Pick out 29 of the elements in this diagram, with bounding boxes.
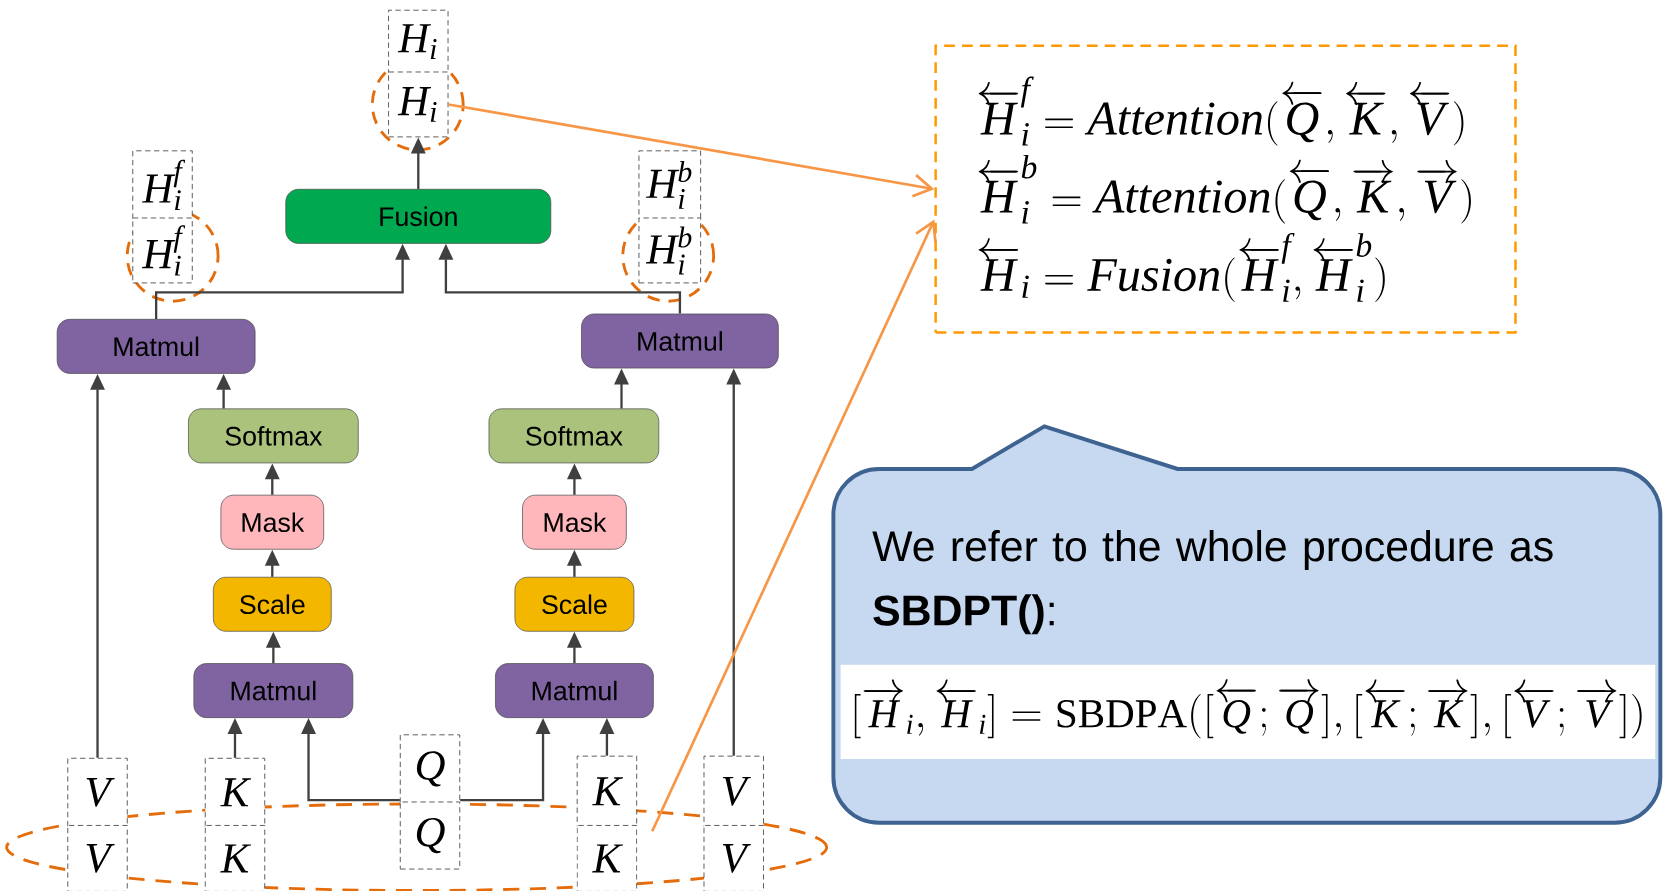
formula: $[\overrightarrow{H}_i, \overleftarrow{H}_i] = \mathrm{SBDPA}([\overleftarrow{Q}; \overrightarrow{Q}], [\overleftarrow{K}; \overrightarrow{K}], [\overleftarrow{V}; \overrightarrow{V}])$ bbox=[840, 664, 1656, 759]
callout-text: We refer to the whole procedure as SBDPT(): bbox=[872, 530, 1553, 635]
callout-box bbox=[831, 424, 1663, 825]
process-box: Matmul bbox=[56, 319, 256, 374]
process-box: Matmul bbox=[193, 663, 354, 719]
variable-box: $H_i^b$ bbox=[638, 150, 702, 220]
arrow bbox=[448, 103, 935, 198]
process-box: Scale bbox=[213, 576, 332, 632]
variable-box: $H_i$ bbox=[388, 9, 449, 74]
process-box: Matmul bbox=[495, 663, 654, 719]
variable-box: $Q$ bbox=[399, 734, 461, 804]
process-box: Scale bbox=[514, 576, 635, 632]
process-box: Softmax bbox=[188, 408, 359, 464]
variable-box: $H_i$ bbox=[388, 71, 449, 138]
process-box: Softmax bbox=[488, 408, 660, 464]
process-box: Mask bbox=[522, 494, 627, 550]
equation-box: $\overleftarrow{H}_i^f = Attention(\overleftarrow{Q}, \overleftarrow{K}, \overleftarrow{V})$ $\overleftarrow{H}_i^b = Attention(\overleftarrow{Q}, \overrightarrow{K}, \overrightarrow{V})$ $\overleftarrow{H}_i = Fusion(\overleftarrow{H}_i^f, \overleftarrow{H}_i^b)$ bbox=[934, 44, 1517, 334]
variable-box: $H_i^f$ bbox=[132, 217, 193, 284]
variable-box: $V$ bbox=[703, 755, 764, 827]
variable-box: $H_i^b$ bbox=[638, 217, 702, 284]
node-label: $V$ bbox=[722, 844, 751, 873]
variable-box: $K$ bbox=[576, 755, 638, 827]
process-box: Matmul bbox=[581, 313, 779, 369]
process-box: Fusion bbox=[285, 188, 552, 244]
variable-box: $V$ bbox=[67, 757, 128, 827]
process-box: Mask bbox=[220, 494, 325, 550]
variable-box: $K$ bbox=[204, 757, 266, 827]
arrow bbox=[651, 219, 937, 832]
variable-box: $H_i^f$ bbox=[132, 150, 193, 220]
